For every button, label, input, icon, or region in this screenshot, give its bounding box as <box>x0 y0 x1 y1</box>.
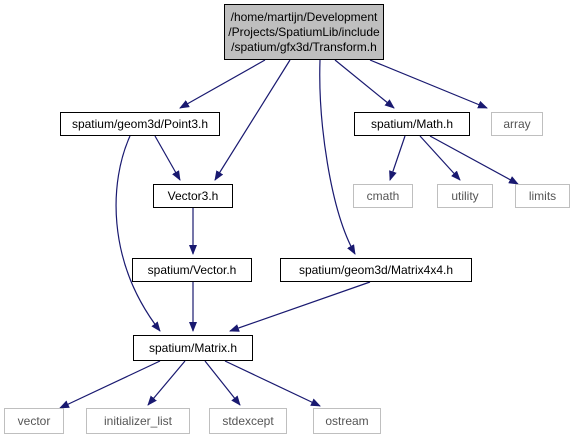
node-point3-h[interactable]: spatium/geom3d/Point3.h <box>60 112 220 136</box>
edge-matrix4x4-to-matrix <box>229 281 371 332</box>
edge-matrix-to-vector <box>59 360 161 409</box>
edge-point3-to-vector3 <box>154 135 181 181</box>
edge-math-to-limits <box>429 135 519 185</box>
node-transform-h: /home/martijn/Development /Projects/Spat… <box>224 4 384 60</box>
edge-transform-to-point3 <box>179 59 266 109</box>
node-math-h[interactable]: spatium/Math.h <box>354 112 470 136</box>
edge-matrix-to-initializer-list <box>147 360 186 406</box>
edge-math-to-utility <box>419 135 461 181</box>
node-cmath: cmath <box>353 184 413 208</box>
node-array: array <box>491 112 543 136</box>
node-vector3-h[interactable]: Vector3.h <box>153 184 233 208</box>
node-vector: vector <box>4 408 64 434</box>
edge-point3-to-matrix <box>115 135 161 332</box>
node-matrix4x4-h[interactable]: spatium/geom3d/Matrix4x4.h <box>280 258 472 282</box>
edge-transform-to-matrix4x4 <box>319 59 356 255</box>
edge-transform-to-vector3 <box>214 59 291 181</box>
node-spatium-vector-h[interactable]: spatium/Vector.h <box>132 258 252 282</box>
node-utility: utility <box>437 184 493 208</box>
edge-transform-to-array <box>369 59 488 109</box>
edge-transform-to-math <box>334 59 395 109</box>
node-matrix-h[interactable]: spatium/Matrix.h <box>133 335 253 361</box>
node-stdexcept: stdexcept <box>209 408 287 434</box>
edge-matrix-to-ostream <box>224 360 321 407</box>
dependency-edges <box>59 59 519 409</box>
node-limits: limits <box>515 184 570 208</box>
edge-matrix-to-stdexcept <box>204 360 241 406</box>
node-initializer-list: initializer_list <box>86 408 190 434</box>
edge-math-to-cmath <box>389 135 406 181</box>
node-ostream: ostream <box>313 408 381 434</box>
